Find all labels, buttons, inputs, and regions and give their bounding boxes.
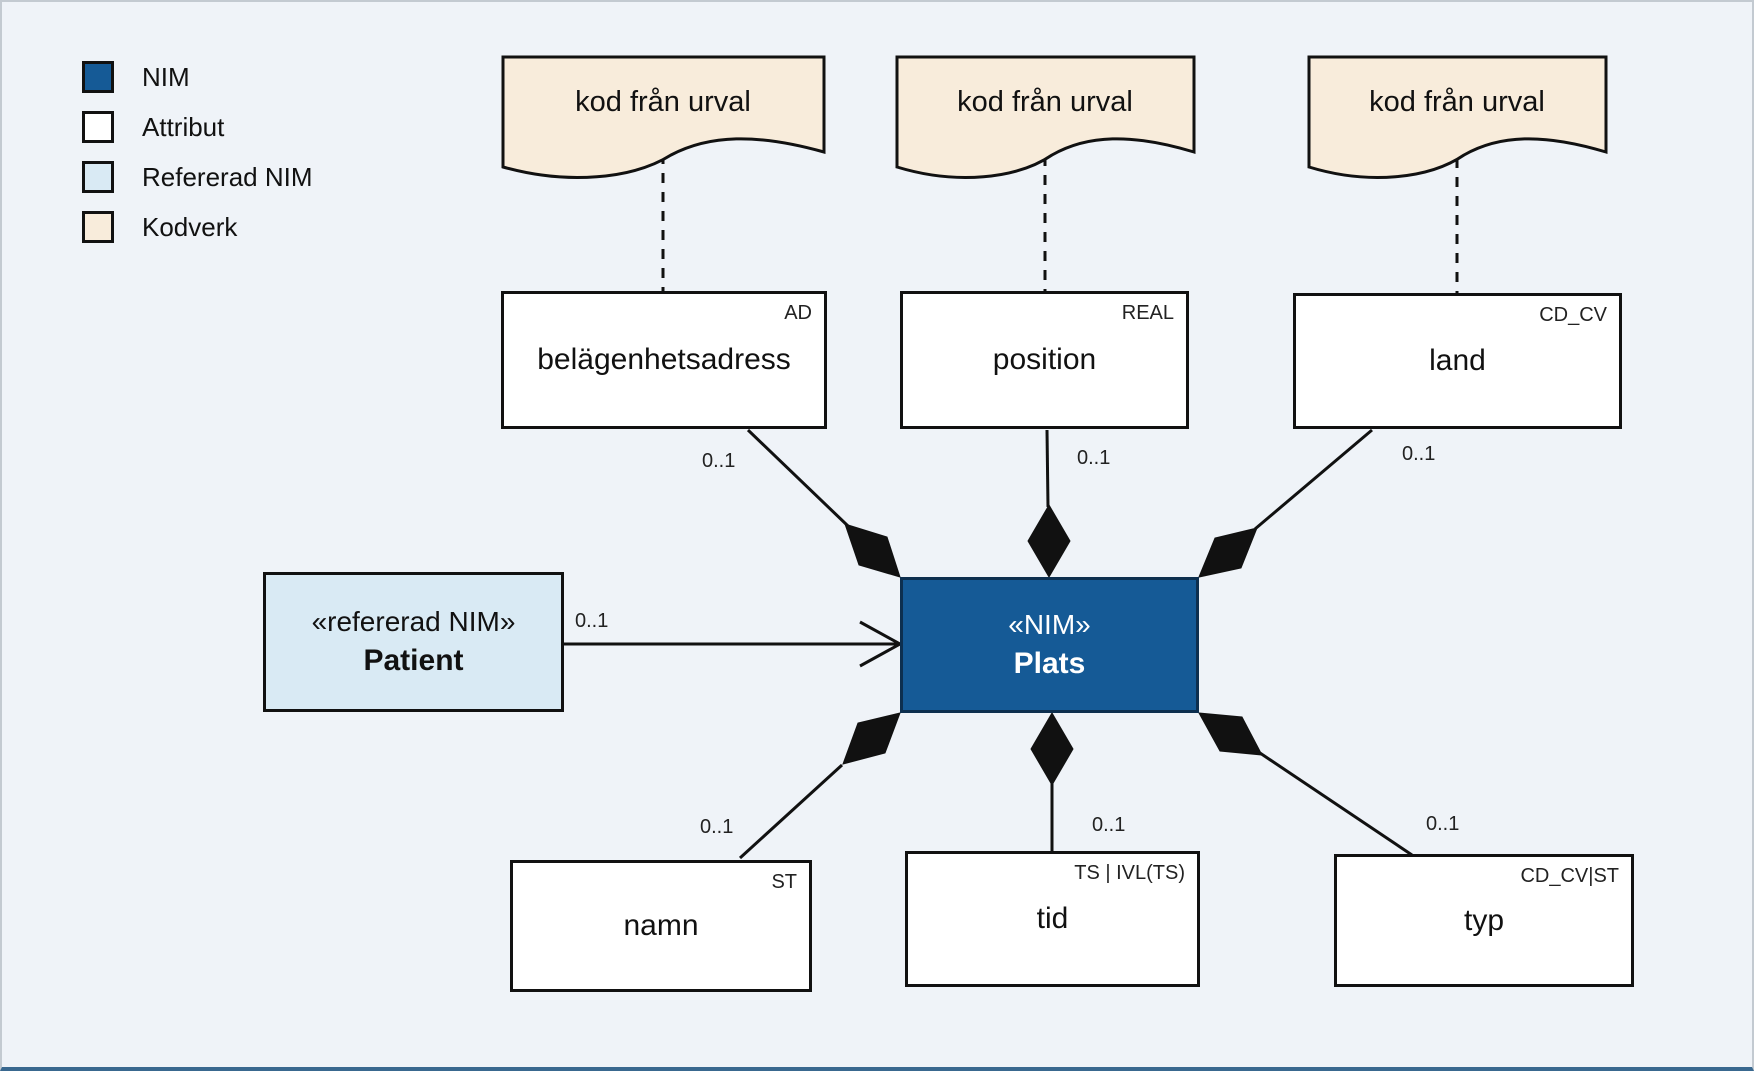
composition-diamond-icon xyxy=(1027,504,1071,578)
composition-line-namn xyxy=(738,763,844,860)
attribute-type: AD xyxy=(784,302,812,324)
referenced-nim-name: Patient xyxy=(363,643,464,677)
multiplicity-label-land: 0..1 xyxy=(1402,443,1436,465)
attribute-name: tid xyxy=(1036,902,1069,935)
nim-stereotype: «NIM» xyxy=(1008,609,1091,641)
legend-label: Kodverk xyxy=(142,211,238,242)
codebook-shape xyxy=(895,55,1196,179)
referenced-nim-stereotype: «refererad NIM» xyxy=(311,606,516,638)
multiplicity-label-namn: 0..1 xyxy=(700,816,734,838)
legend-item-nim: NIM xyxy=(82,52,313,102)
codebook-label: kod från urval xyxy=(957,85,1133,118)
composition-diamond-icon xyxy=(842,712,901,765)
legend-item-kodverk: Kodverk xyxy=(82,202,313,252)
composition-line-belagenhetsadress xyxy=(746,428,850,528)
composition-diamond-icon xyxy=(1198,712,1263,756)
attribute-box-tid: TS | IVL(TS) tid xyxy=(905,851,1200,987)
legend-item-refererad-nim: Refererad NIM xyxy=(82,152,313,202)
legend-label: Refererad NIM xyxy=(142,161,313,192)
codebook-label: kod från urval xyxy=(575,85,751,118)
attribute-name: land xyxy=(1429,344,1486,377)
nim-box-plats: «NIM» Plats xyxy=(900,577,1199,713)
codebook-label: kod från urval xyxy=(1369,85,1545,118)
attribute-box-land: CD_CV land xyxy=(1293,293,1622,429)
composition-diamond-icon xyxy=(844,523,901,578)
attribute-type: ST xyxy=(771,871,797,893)
multiplicity-label-tid: 0..1 xyxy=(1092,814,1126,836)
multiplicity-label-position: 0..1 xyxy=(1077,447,1111,469)
nim-name: Plats xyxy=(1013,646,1086,680)
attribute-box-namn: ST namn xyxy=(510,860,812,992)
attribute-name: belägenhetsadress xyxy=(537,343,791,376)
attribut-color-swatch xyxy=(82,111,114,143)
attribute-type: CD_CV|ST xyxy=(1520,865,1619,887)
attribute-type: TS | IVL(TS) xyxy=(1074,862,1185,884)
attribute-name: position xyxy=(992,343,1097,376)
attribute-box-position: REAL position xyxy=(900,291,1189,429)
multiplicity-label-patient: 0..1 xyxy=(575,610,609,632)
multiplicity-label-typ: 0..1 xyxy=(1426,813,1460,835)
composition-line-typ xyxy=(1259,751,1413,857)
multiplicity-label-belagenhetsadress: 0..1 xyxy=(702,450,736,472)
kodverk-color-swatch xyxy=(82,211,114,243)
composition-diamond-icon xyxy=(1198,527,1258,578)
codebook-shape xyxy=(501,55,826,179)
composition-diamond-icon xyxy=(1030,712,1074,786)
legend-label: Attribut xyxy=(142,111,225,142)
attribute-box-typ: CD_CV|ST typ xyxy=(1334,854,1634,987)
legend-item-attribut: Attribut xyxy=(82,102,313,152)
attribute-box-belagenhetsadress: AD belägenhetsadress xyxy=(501,291,827,429)
legend: NIM Attribut Refererad NIM Kodverk xyxy=(82,52,313,252)
referenced-nim-box-patient: «refererad NIM» Patient xyxy=(263,572,564,712)
attribute-type: REAL xyxy=(1121,302,1174,324)
refererad-nim-color-swatch xyxy=(82,161,114,193)
attribute-name: namn xyxy=(623,909,699,942)
attribute-name: typ xyxy=(1463,903,1505,937)
composition-line-land xyxy=(1254,428,1373,531)
codebook-shape xyxy=(1307,55,1608,179)
attribute-type: CD_CV xyxy=(1539,304,1607,326)
legend-label: NIM xyxy=(142,61,190,92)
composition-line-position xyxy=(1045,429,1050,508)
nim-color-swatch xyxy=(82,61,114,93)
